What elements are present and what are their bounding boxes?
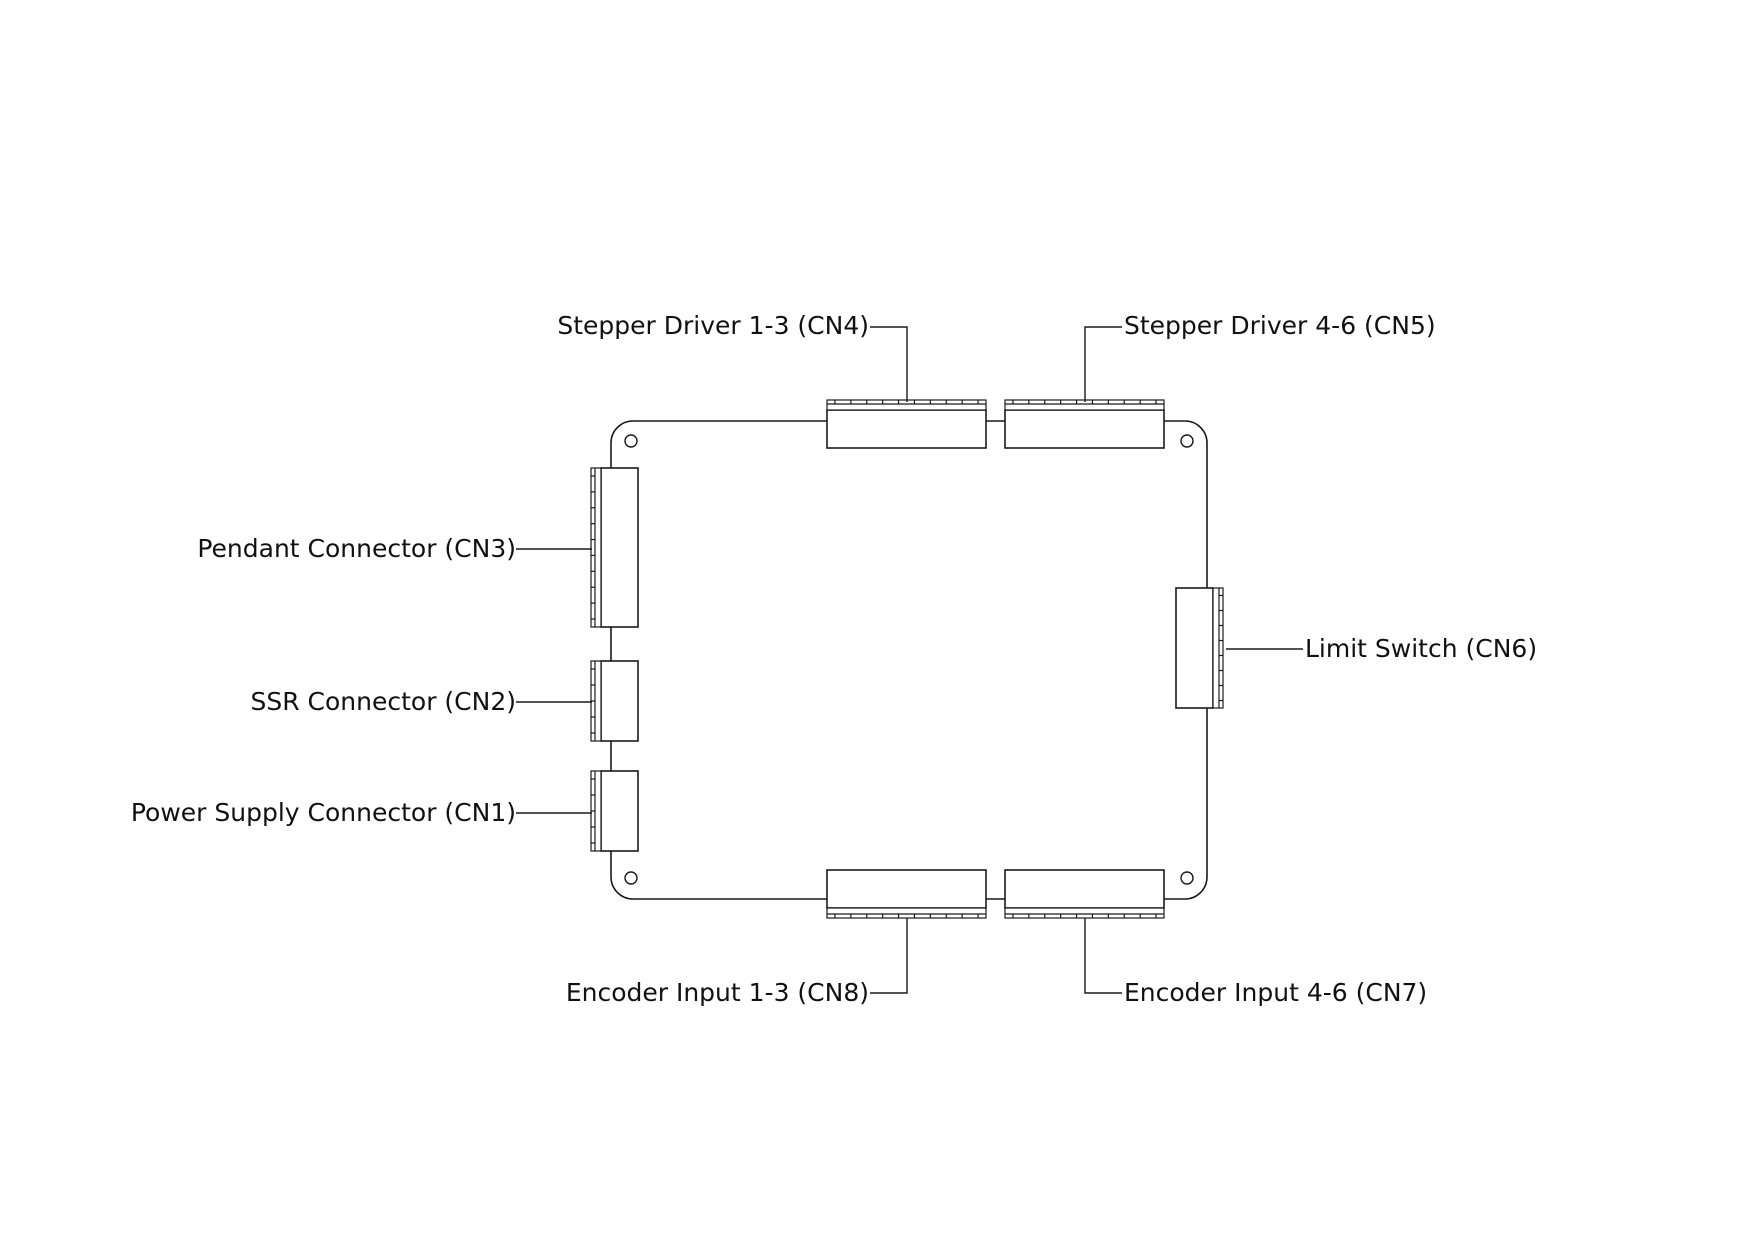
mounting-hole-top-left	[624, 434, 638, 448]
connector-cn4	[826, 399, 987, 449]
mounting-hole-bottom-left	[624, 871, 638, 885]
connector-body	[1175, 587, 1214, 709]
mounting-hole-top-right	[1180, 434, 1194, 448]
connector-cn7	[1004, 869, 1165, 919]
connector-cn1	[590, 770, 639, 852]
connector-body	[600, 660, 639, 742]
label-cn2: SSR Connector (CN2)	[250, 687, 516, 716]
connector-body	[826, 869, 987, 909]
connector-body	[1004, 869, 1165, 909]
connector-cn8	[826, 869, 987, 919]
connector-pin-strip	[590, 467, 602, 628]
connector-cn5	[1004, 399, 1165, 449]
connector-cn2	[590, 660, 639, 742]
leader-line-cn5	[1084, 326, 1122, 402]
label-cn1: Power Supply Connector (CN1)	[131, 798, 516, 827]
label-cn7: Encoder Input 4-6 (CN7)	[1124, 978, 1427, 1007]
connector-cn6	[1175, 587, 1224, 709]
label-cn5: Stepper Driver 4-6 (CN5)	[1124, 311, 1436, 340]
connector-body	[826, 409, 987, 449]
board-outline	[610, 420, 1208, 900]
label-cn6: Limit Switch (CN6)	[1305, 634, 1537, 663]
connector-cn3	[590, 467, 639, 628]
label-cn8: Encoder Input 1-3 (CN8)	[566, 978, 869, 1007]
leader-line-cn4	[870, 326, 908, 402]
label-cn4: Stepper Driver 1-3 (CN4)	[557, 311, 869, 340]
leader-line-cn8	[870, 918, 908, 994]
leader-line-cn7	[1084, 918, 1122, 994]
mounting-hole-bottom-right	[1180, 871, 1194, 885]
connector-body	[1004, 409, 1165, 449]
connector-body	[600, 770, 639, 852]
label-cn3: Pendant Connector (CN3)	[197, 534, 516, 563]
connector-body	[600, 467, 639, 628]
connector-pin-strip	[1212, 587, 1224, 709]
